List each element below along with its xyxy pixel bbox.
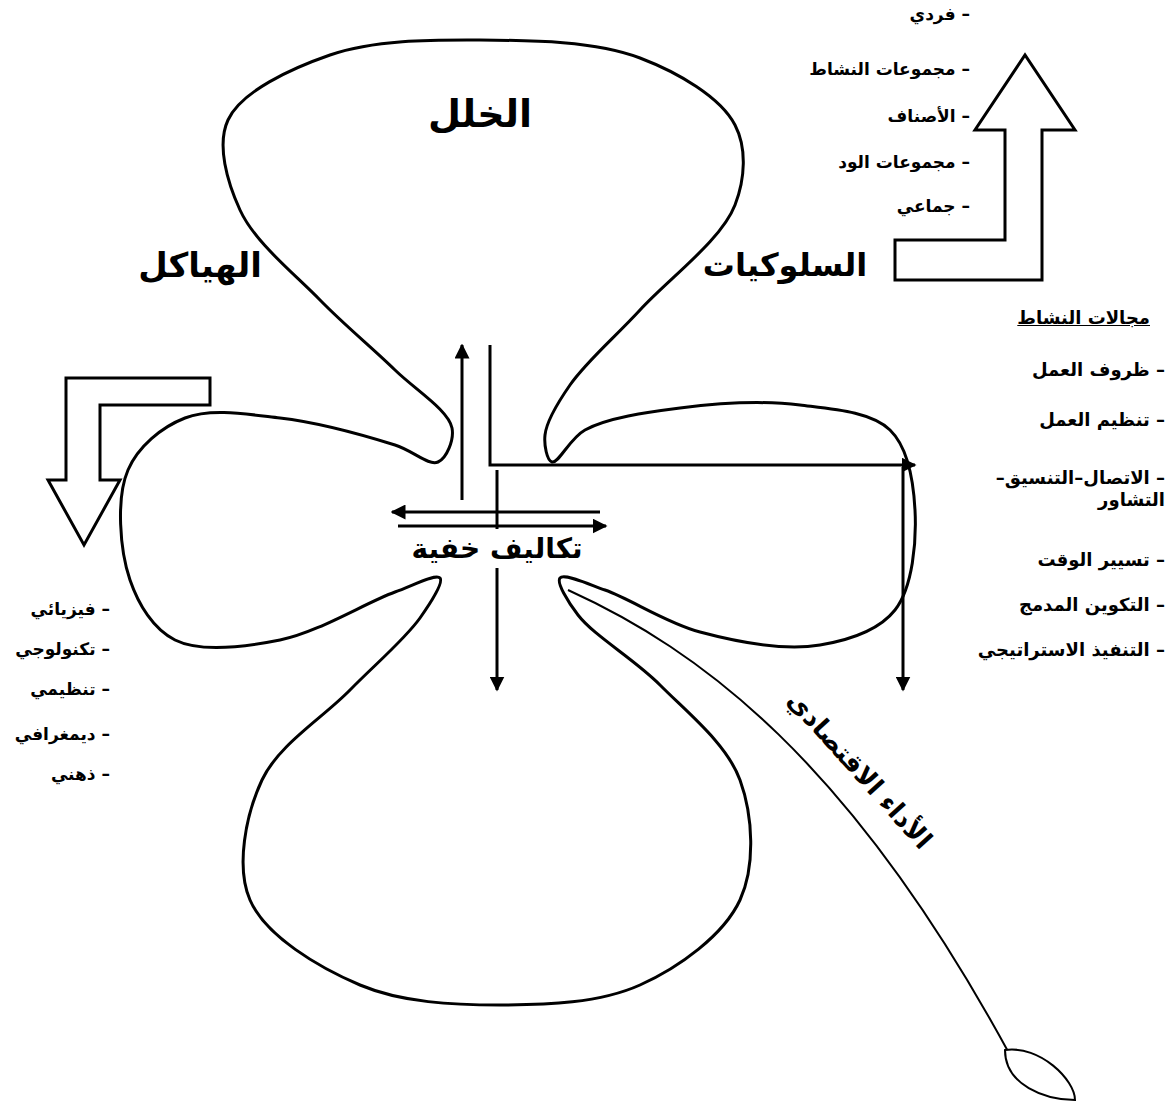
clover-stem	[568, 590, 1010, 1055]
list-item: – ظروف العمل	[1032, 359, 1165, 382]
list-item: – الأصناف	[888, 106, 970, 127]
arrow-down-right	[902, 467, 905, 690]
list-item: – تكنولوجي	[15, 639, 110, 660]
lobe-title: السلوكيات	[703, 245, 868, 285]
list-item: – جماعي	[897, 196, 970, 217]
arrow-down	[496, 470, 499, 690]
list-item: – فردي	[910, 4, 970, 25]
arrow-left	[392, 511, 600, 514]
center-title: تكاليف خفية	[405, 529, 588, 568]
list-item: – الاتصال–التنسيق– التشاور	[965, 467, 1165, 512]
block-arrow-down	[48, 378, 210, 545]
stem-label: الأداء الاقتصادي	[781, 684, 940, 855]
list-item: – ذهني	[51, 764, 110, 785]
lobe-title: الخلل	[428, 91, 532, 139]
list-item: – فيزيائي	[31, 599, 110, 620]
stem-leaf	[1005, 1050, 1075, 1100]
list-item: – مجموعات النشاط	[809, 59, 970, 80]
arrow-right	[398, 525, 606, 528]
list-item: – تنظيم العمل	[1039, 409, 1165, 432]
lobe-title: الهياكل	[138, 244, 262, 287]
list-item: – التنفيذ الاستراتيجي	[978, 639, 1165, 662]
list-item: – تسيير الوقت	[1037, 549, 1165, 572]
clover-outline	[121, 40, 916, 1005]
list-heading: مجالات النشاط	[1017, 307, 1150, 330]
list-item: – مجموعات الود	[838, 152, 970, 173]
list-item: – التكوين المدمج	[1019, 594, 1165, 617]
list-item: – تنظيمي	[30, 679, 110, 700]
list-item: – ديمغرافي	[15, 724, 110, 745]
arrow-up	[461, 345, 464, 500]
